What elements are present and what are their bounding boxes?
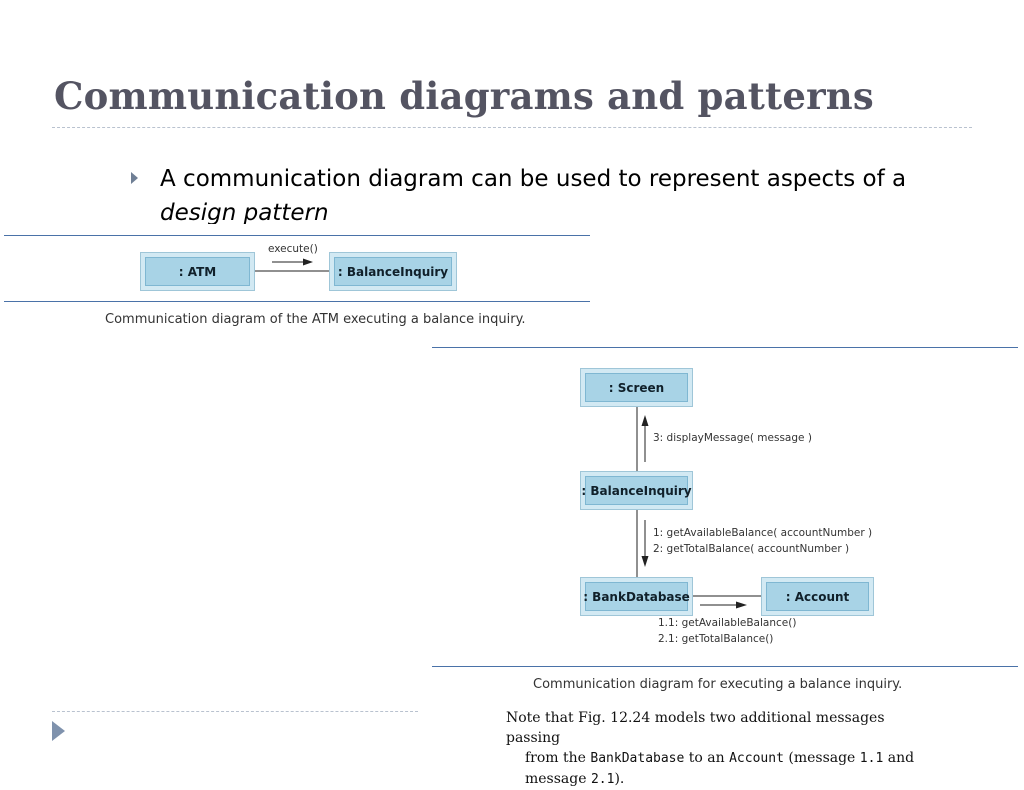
note-code-1-1: 1.1: [859, 751, 884, 766]
get-total-balance-label: 2: getTotalBalance( accountNumber ): [653, 543, 850, 555]
display-message-label: 3: displayMessage( message ): [653, 432, 812, 444]
note-line-3: message 2.1).: [506, 769, 926, 790]
atm-object-box: : ATM: [141, 253, 254, 290]
note-text-4: (message: [783, 750, 860, 766]
bullet-text: A communication diagram can be used to r…: [160, 162, 920, 224]
account-total-balance-label: 2.1: getTotalBalance(): [658, 633, 774, 645]
bullet-text-emphasis: design pattern: [160, 200, 329, 224]
figure2-top-rule: [432, 347, 1018, 348]
figure2-caption: Communication diagram for executing a ba…: [533, 677, 903, 692]
note-text-1: Note that Fig. 12.24 models two addition…: [506, 710, 885, 746]
diagram-connectors: [253, 258, 763, 609]
footer-arrow-icon: [52, 721, 65, 741]
footer-divider: [52, 711, 418, 712]
balance-inquiry-object-label: : BalanceInquiry: [337, 264, 449, 279]
note-line-1: Note that Fig. 12.24 models two addition…: [506, 708, 926, 748]
note-text-6: message: [525, 771, 591, 787]
bullet-text-main: A communication diagram can be used to r…: [160, 166, 907, 192]
note-text-7: ).: [614, 771, 625, 787]
figure1-top-rule: [4, 235, 590, 236]
execute-message-label: execute(): [268, 243, 318, 255]
note-text-3: to an: [684, 750, 730, 766]
balance-inquiry-object-box-2: : BalanceInquiry: [581, 472, 692, 509]
get-available-balance-label: 1: getAvailableBalance( accountNumber ): [653, 527, 873, 539]
screen-object-label: : Screen: [608, 380, 665, 395]
bank-database-object-box: : BankDatabase: [581, 578, 692, 615]
title-divider: [52, 127, 972, 128]
figure-note: Note that Fig. 12.24 models two addition…: [506, 708, 926, 790]
note-code-2-1: 2.1: [590, 772, 615, 787]
bullet-arrow-icon: [131, 172, 138, 184]
note-line-2: from the BankDatabase to an Account (mes…: [506, 748, 926, 769]
account-available-balance-label: 1.1: getAvailableBalance(): [658, 617, 797, 629]
balance-inquiry-object-box: : BalanceInquiry: [330, 253, 456, 290]
account-object-label: : Account: [785, 589, 850, 604]
note-code-bankdatabase: BankDatabase: [590, 751, 685, 766]
slide-title: Communication diagrams and patterns: [54, 74, 874, 118]
figure1-caption: Communication diagram of the ATM executi…: [105, 312, 526, 327]
bank-database-object-label: : BankDatabase: [583, 589, 690, 604]
atm-object-label: : ATM: [178, 264, 217, 279]
display-arrowhead: [641, 415, 649, 426]
note-code-account: Account: [729, 751, 784, 766]
note-text-5: and: [883, 750, 915, 766]
account-arrowhead: [736, 601, 747, 609]
note-text-2: from the: [525, 750, 591, 766]
bank-arrowhead: [641, 556, 649, 567]
execute-arrowhead: [303, 258, 313, 266]
account-object-box: : Account: [762, 578, 873, 615]
figure1-bottom-rule: [4, 301, 590, 302]
figure2-bottom-rule: [432, 666, 1018, 667]
balance-inquiry-object-label-2: : BalanceInquiry: [581, 483, 692, 498]
screen-object-box: : Screen: [581, 369, 692, 406]
